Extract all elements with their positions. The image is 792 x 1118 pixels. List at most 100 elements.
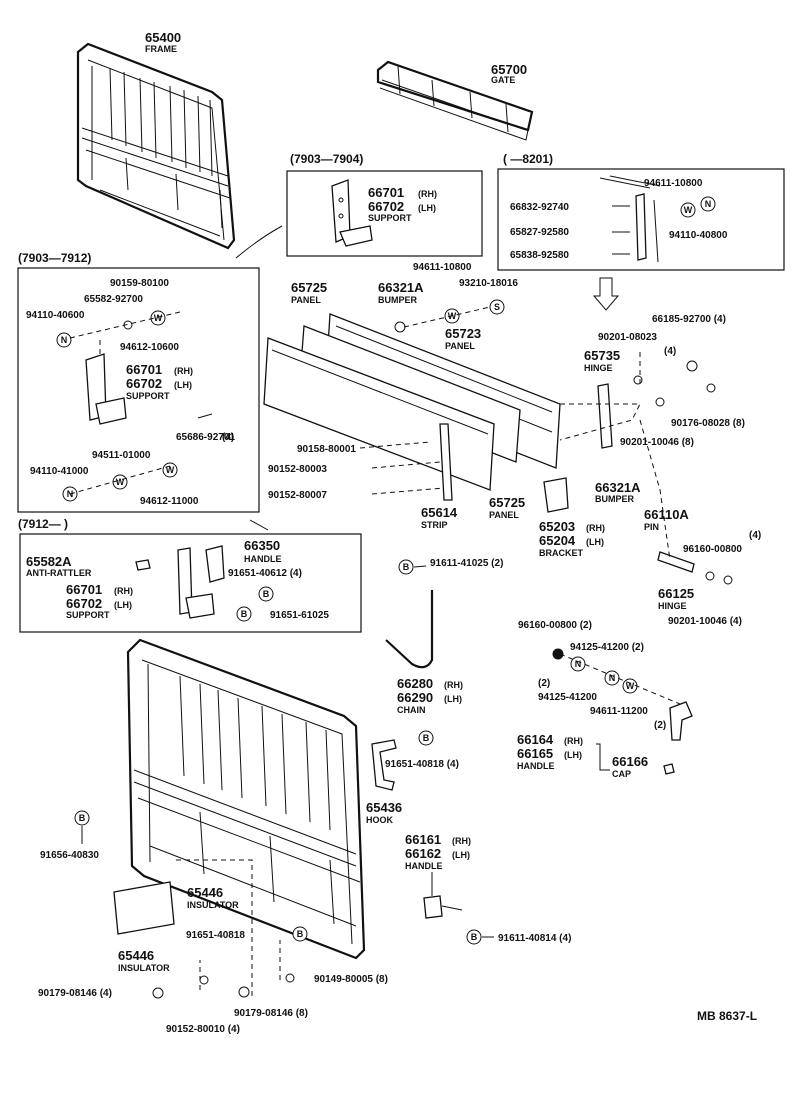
box-7903-7904 bbox=[286, 170, 483, 257]
box-7912-part-b-side: (RH) bbox=[114, 586, 133, 596]
spring-symbol: S bbox=[494, 302, 500, 312]
box-7903-7904-part1-side: (RH) bbox=[418, 189, 437, 199]
hook-number: 65436 bbox=[366, 800, 402, 815]
box-7903-7912-part-c: 94110-40600 bbox=[26, 310, 85, 321]
box-7903-7912-part-e: 66701 bbox=[126, 362, 162, 377]
box-8201-part-a: 94611-10800 bbox=[644, 178, 703, 189]
bolt-91651-40818: 91651-40818 bbox=[186, 930, 245, 941]
chain-bolt: 91611-41025 (2) bbox=[430, 558, 503, 569]
right-part-h9-qty: (2) bbox=[538, 678, 550, 689]
nut-icon bbox=[552, 648, 564, 660]
support-bracket-drawing bbox=[85, 353, 127, 425]
panel3-name: PANEL bbox=[489, 510, 519, 520]
box-7903-7912-part-i: 94110-41000 bbox=[30, 466, 89, 477]
frame-bottom-drawing bbox=[126, 638, 366, 960]
strip-number: 65614 bbox=[421, 505, 458, 520]
gate-drawing bbox=[376, 60, 534, 141]
box-7912-name: SUPPORT bbox=[66, 610, 110, 620]
bolt-icon bbox=[236, 606, 252, 622]
box-7903-7912-part-h: 94511-01000 bbox=[92, 450, 151, 461]
nut-icon bbox=[56, 332, 72, 348]
strip-name: STRIP bbox=[421, 520, 448, 530]
box-7903-7912-title: (7903—7912) bbox=[18, 251, 91, 265]
right-part-h6: 90201-10046 (4) bbox=[668, 616, 742, 627]
washer-symbol: W bbox=[116, 477, 125, 487]
hinge-drawing bbox=[597, 383, 613, 449]
bumper1-name: BUMPER bbox=[378, 295, 418, 305]
box-7903-7912-part-f-side: (LH) bbox=[174, 380, 192, 390]
box-7912-part-d: 66350 bbox=[244, 538, 280, 553]
bracket-lh-number: 65204 bbox=[539, 533, 576, 548]
box-7903-7904-name: SUPPORT bbox=[368, 213, 412, 223]
spring-washer-icon bbox=[489, 299, 505, 315]
nut-icon bbox=[723, 575, 733, 585]
handle-lh-number: 66165 bbox=[517, 746, 553, 761]
box-7903-7904-title: (7903—7904) bbox=[290, 152, 363, 166]
handle-66161-number: 66161 bbox=[405, 832, 441, 847]
nut-icon bbox=[604, 670, 620, 686]
fastener-90152-80007: 90152-80007 bbox=[268, 490, 327, 501]
hinge2-name: HINGE bbox=[658, 601, 687, 611]
hook-name: HOOK bbox=[366, 815, 394, 825]
right-part-h8: 94125-41200 (2) bbox=[570, 642, 644, 653]
box-7903-7912-name: SUPPORT bbox=[126, 391, 170, 401]
bracket-drawing bbox=[543, 477, 569, 513]
hook-bolt: 91651-40818 (4) bbox=[385, 759, 459, 770]
box-8201-part-e: 94110-40800 bbox=[669, 230, 728, 241]
washer-symbol: W bbox=[166, 465, 175, 475]
right-bumper-number: 66321A bbox=[595, 480, 641, 495]
bolt-icon bbox=[197, 413, 213, 419]
washer-icon bbox=[680, 202, 696, 218]
bolt-90152-80010: 90152-80010 (4) bbox=[166, 1024, 240, 1035]
bolt-symbol: B bbox=[423, 733, 430, 743]
insulator1-name: INSULATOR bbox=[187, 900, 239, 910]
gate-number: 65700 bbox=[491, 62, 527, 77]
chain-lh-number: 66290 bbox=[397, 690, 433, 705]
nut-symbol: N bbox=[705, 199, 712, 209]
right-part-h1: 66185-92700 (4) bbox=[652, 314, 726, 325]
bolt-icon bbox=[292, 926, 308, 942]
bracket-rh-number: 65203 bbox=[539, 519, 575, 534]
nut-90179-4: 90179-08146 (4) bbox=[38, 988, 112, 999]
frame-top-number: 65400 bbox=[145, 30, 181, 45]
nut-90179-8: 90179-08146 (8) bbox=[234, 1008, 308, 1019]
pin-number: 66110A bbox=[644, 507, 689, 522]
bolt-icon bbox=[418, 730, 434, 746]
box-7912-part-c-side: (LH) bbox=[114, 600, 132, 610]
washer-icon bbox=[112, 474, 128, 490]
box-7903-7912-part-d: 94612-10600 bbox=[120, 342, 179, 353]
washer-symbol: W bbox=[626, 681, 635, 691]
handle-66161-side: (RH) bbox=[452, 836, 471, 846]
box-8201-part-d: 65838-92580 bbox=[510, 250, 569, 261]
washer-small-icon bbox=[655, 397, 665, 407]
handle-rh-side: (RH) bbox=[564, 736, 583, 746]
anti-rattler-drawing bbox=[135, 559, 151, 571]
chain-rh-number: 66280 bbox=[397, 676, 433, 691]
bracket-rh-side: (RH) bbox=[586, 523, 605, 533]
handle-name: HANDLE bbox=[517, 761, 555, 771]
frame-top-name: FRAME bbox=[145, 44, 177, 54]
bolt-head-icon bbox=[285, 973, 295, 983]
box-7912-part-c: 66702 bbox=[66, 596, 102, 611]
hook-drawing bbox=[371, 739, 397, 791]
box-7903-7912-part-a: 90159-80100 bbox=[110, 278, 169, 289]
pin-name: PIN bbox=[644, 522, 659, 532]
bracket-name: BRACKET bbox=[539, 548, 584, 558]
box-7912-part-f: 91651-61025 bbox=[270, 610, 329, 621]
insulator2-name: INSULATOR bbox=[118, 963, 170, 973]
box-7912-title: (7912— ) bbox=[18, 517, 68, 531]
bumper1-number: 66321A bbox=[378, 280, 424, 295]
cap-number: 66166 bbox=[612, 754, 648, 769]
handle-66162-side: (LH) bbox=[452, 850, 470, 860]
bolt-91611-40814: 91611-40814 (4) bbox=[498, 933, 571, 944]
nut-symbol: N bbox=[575, 659, 582, 669]
panel1-name: PANEL bbox=[291, 295, 321, 305]
box-7912-part-a-name: ANTI-RATTLER bbox=[26, 568, 92, 578]
part-93210-18016: 93210-18016 bbox=[459, 278, 518, 289]
panel3-number: 65725 bbox=[489, 495, 525, 510]
handle-66162-number: 66162 bbox=[405, 846, 441, 861]
right-part-h9: 94125-41200 bbox=[538, 692, 597, 703]
nut-icon bbox=[238, 986, 250, 998]
washer-symbol: W bbox=[154, 313, 163, 323]
